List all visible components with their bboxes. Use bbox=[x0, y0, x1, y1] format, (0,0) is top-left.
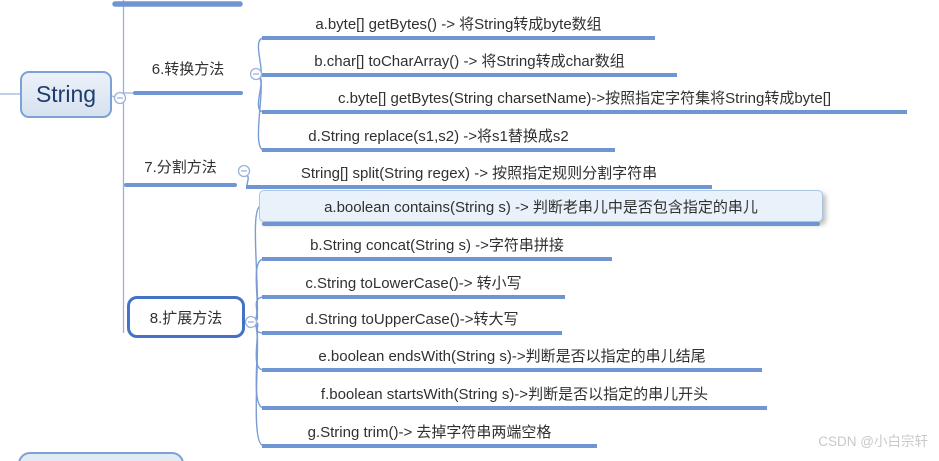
partial-node-bottom[interactable] bbox=[18, 452, 184, 461]
leaf-touppercase[interactable]: d.String toUpperCase()->转大写 bbox=[262, 306, 562, 335]
leaf-tolowercase[interactable]: c.String toLowerCase()-> 转小写 bbox=[262, 270, 565, 299]
leaf-getbytes-charset[interactable]: c.byte[] getBytes(String charsetName)->按… bbox=[262, 85, 907, 114]
leaf-split[interactable]: String[] split(String regex) -> 按照指定规则分割… bbox=[246, 160, 712, 189]
leaf-concat[interactable]: b.String concat(String s) ->字符串拼接 bbox=[262, 232, 612, 261]
leaf-startswith[interactable]: f.boolean startsWith(String s)->判断是否以指定的… bbox=[262, 381, 767, 410]
leaf-tochararray[interactable]: b.char[] toCharArray() -> 将String转成char数… bbox=[262, 48, 677, 77]
collapse-toggle-branch6[interactable] bbox=[249, 67, 263, 81]
leaf-replace[interactable]: d.String replace(s1,s2) ->将s1替换成s2 bbox=[262, 123, 615, 152]
leaf-getbytes[interactable]: a.byte[] getBytes() -> 将String转成byte数组 bbox=[262, 11, 655, 40]
leaf-contains-underline bbox=[262, 222, 820, 226]
leaf-endswith[interactable]: e.boolean endsWith(String s)->判断是否以指定的串儿… bbox=[262, 343, 762, 372]
watermark: CSDN @小白宗轩 bbox=[818, 434, 928, 449]
branch-topic-extend-methods[interactable]: 8.扩展方法 bbox=[127, 296, 245, 338]
leaf-contains-highlighted[interactable]: a.boolean contains(String s) -> 判断老串儿中是否… bbox=[259, 190, 823, 222]
curve-6d bbox=[257, 76, 265, 151]
branch-topic-split-methods[interactable]: 7.分割方法 bbox=[144, 159, 217, 176]
collapse-toggle-branch7[interactable] bbox=[237, 164, 251, 178]
collapse-toggle-root[interactable] bbox=[113, 91, 127, 105]
curve-8a bbox=[252, 205, 262, 323]
branch6-topic-line bbox=[133, 91, 243, 95]
branch7-topic-line bbox=[124, 183, 237, 187]
collapse-toggle-branch8[interactable] bbox=[244, 315, 258, 329]
leaf-trim[interactable]: g.String trim()-> 去掉字符串两端空格 bbox=[262, 419, 597, 448]
root-topic-string[interactable]: String bbox=[20, 71, 112, 118]
branch-topic-convert-methods[interactable]: 6.转换方法 bbox=[151, 61, 225, 78]
curve-8g bbox=[252, 321, 265, 447]
